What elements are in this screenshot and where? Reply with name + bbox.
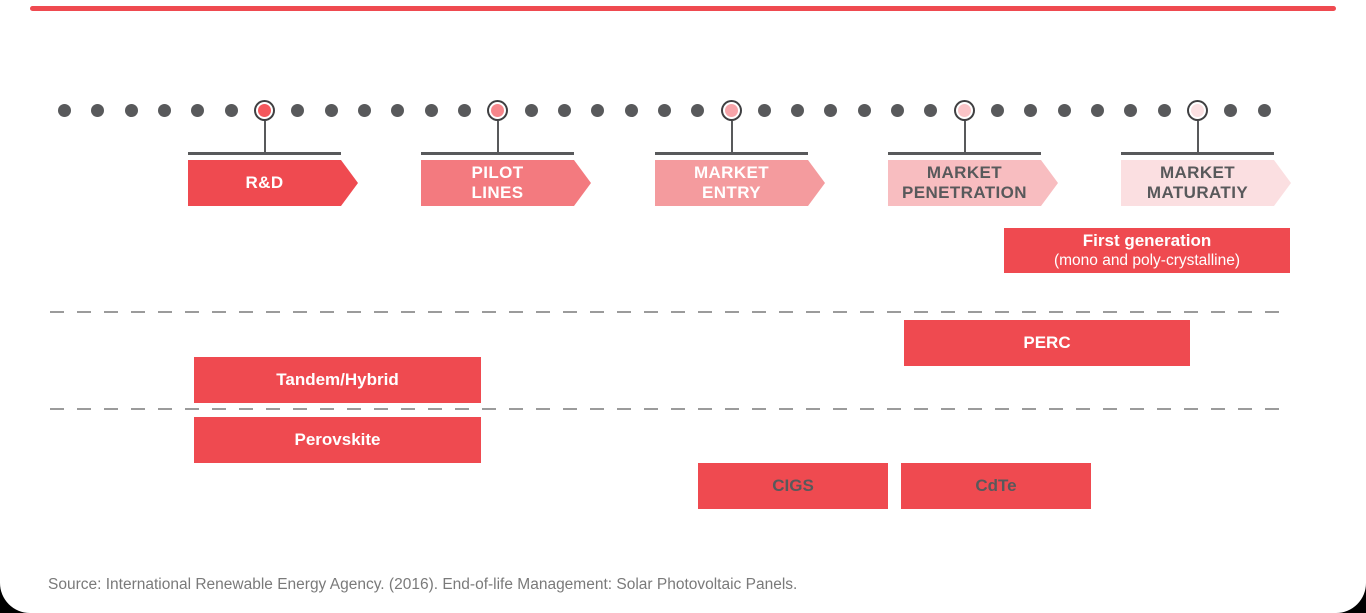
timeline-dot <box>791 103 805 117</box>
stage-overline <box>188 152 341 155</box>
timeline-dot-highlight-market-maturity <box>1190 103 1204 117</box>
timeline-dot <box>1257 103 1271 117</box>
timeline-dot <box>191 103 205 117</box>
tech-bar-label: (mono and poly-crystalline) <box>1053 251 1241 269</box>
timeline-dot-highlight-market-penetration <box>957 103 971 117</box>
timeline-dot <box>124 103 138 117</box>
tech-bar-first-generation: First generation(mono and poly-crystalli… <box>1004 228 1290 273</box>
stage-label-line: ENTRY <box>702 183 761 202</box>
timeline-dot <box>357 103 371 117</box>
tech-bar-label: Perovskite <box>294 430 381 449</box>
timeline-dot <box>158 103 172 117</box>
timeline-dot <box>324 103 338 117</box>
tech-bar-label: CIGS <box>772 476 814 495</box>
timeline-dot-highlight-pilot-lines <box>491 103 505 117</box>
stage-label-line: R&D <box>245 173 284 192</box>
timeline-dot <box>824 103 838 117</box>
tech-bar-cdte: CdTe <box>901 463 1091 509</box>
stage-label-line: LINES <box>471 183 524 202</box>
tech-bar-cigs: CIGS <box>698 463 888 509</box>
timeline-dot <box>691 103 705 117</box>
timeline-dot <box>591 103 605 117</box>
timeline-dot <box>757 103 771 117</box>
timeline-dot <box>891 103 905 117</box>
stage-connector-line <box>1196 121 1199 152</box>
stage-label-line: MATURATIY <box>1146 183 1249 202</box>
timeline-dot <box>1124 103 1138 117</box>
stage-connector-line <box>263 121 266 152</box>
top-accent-line <box>30 6 1336 11</box>
timeline-dot <box>58 103 72 117</box>
timeline-dot <box>1157 103 1171 117</box>
timeline-dot <box>624 103 638 117</box>
timeline-dot <box>1091 103 1105 117</box>
stage-overline <box>888 152 1041 155</box>
tech-bar-label: CdTe <box>975 476 1017 495</box>
tech-bar-label: First generation <box>1082 230 1212 250</box>
timeline-dot <box>424 103 438 117</box>
tech-bar-label: Tandem/Hybrid <box>276 370 399 389</box>
timeline-dot <box>291 103 305 117</box>
tech-bar-label: PERC <box>1023 333 1071 352</box>
timeline-dot <box>1224 103 1238 117</box>
stage-label-line: MARKET <box>1159 163 1236 182</box>
stage-label-line: PENETRATION <box>902 183 1027 202</box>
tech-bar-tandem-hybrid: Tandem/Hybrid <box>194 357 481 403</box>
timeline-dot <box>91 103 105 117</box>
timeline-dot <box>391 103 405 117</box>
stage-overline <box>655 152 808 155</box>
stage-overline <box>1121 152 1274 155</box>
tech-bar-perc: PERC <box>904 320 1190 366</box>
timeline-dot-highlight-market-entry <box>724 103 738 117</box>
stage-connector-line <box>496 121 499 152</box>
dashed-divider-line <box>50 408 1286 410</box>
timeline-dot <box>657 103 671 117</box>
dashed-divider-line <box>50 311 1286 313</box>
stage-connector-line <box>730 121 733 152</box>
tech-bar-perovskite: Perovskite <box>194 417 481 463</box>
timeline-dot-highlight-rnd <box>258 103 272 117</box>
timeline-dot <box>557 103 571 117</box>
source-citation: Source: International Renewable Energy A… <box>48 576 798 593</box>
timeline-dot <box>524 103 538 117</box>
timeline-dot <box>924 103 938 117</box>
stage-label-line: MARKET <box>693 163 770 182</box>
timeline-dot <box>457 103 471 117</box>
timeline-dot <box>857 103 871 117</box>
stage-arrow-rnd: R&D <box>188 160 358 206</box>
timeline-dot <box>991 103 1005 117</box>
stage-label-line: MARKET <box>926 163 1003 182</box>
stage-connector-line <box>963 121 966 152</box>
stage-label: R&D <box>245 173 300 193</box>
timeline-dot <box>1057 103 1071 117</box>
stage-label-line: PILOT <box>471 163 524 182</box>
timeline-dot <box>1024 103 1038 117</box>
stage-overline <box>421 152 574 155</box>
timeline-dot <box>224 103 238 117</box>
